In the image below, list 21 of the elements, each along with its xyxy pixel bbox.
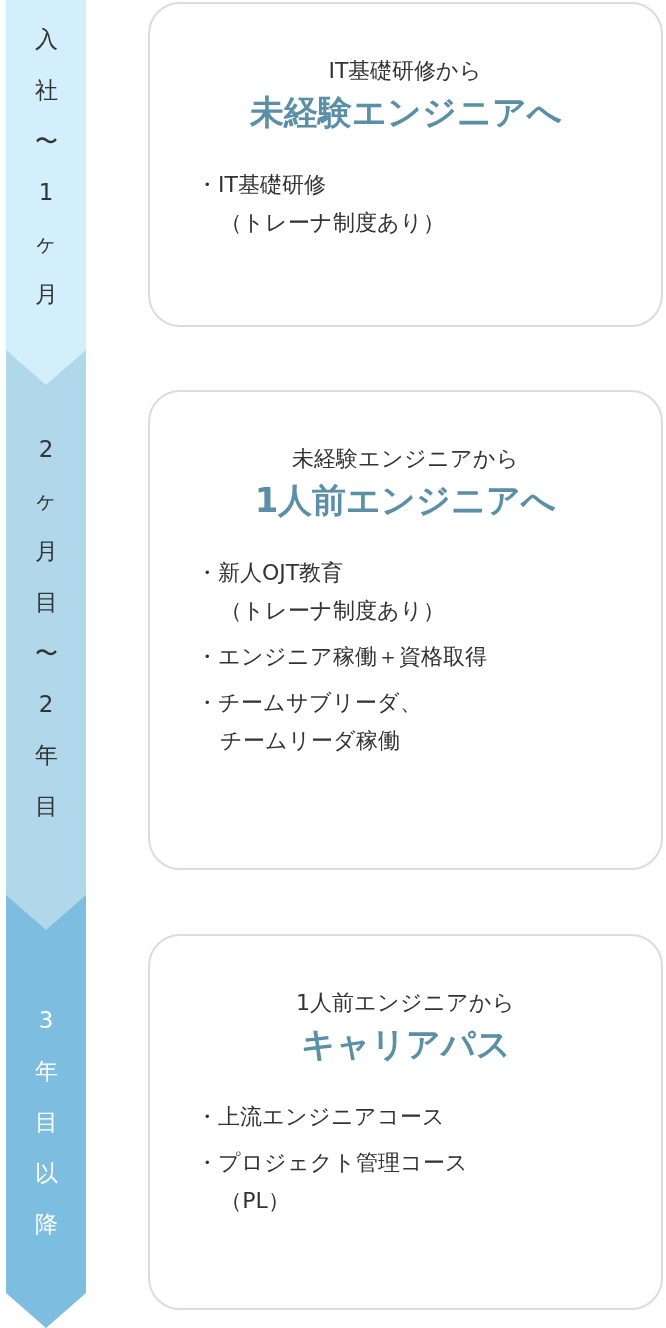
bullet-item: ・チームサブリーダ、チームリーダ稼働 xyxy=(196,689,423,755)
bullet-item: ・プロジェクト管理コース（PL） xyxy=(196,1149,469,1215)
stage-card xyxy=(148,390,663,870)
stage-title: 1人前エンジニアへ xyxy=(253,479,558,522)
stage-subtitle: 1人前エンジニアから xyxy=(295,989,516,1017)
stage-title: キャリアパス xyxy=(299,1023,512,1066)
stage-subtitle: IT基礎研修から xyxy=(327,57,484,85)
bullet-item: ・エンジニア稼働＋資格取得 xyxy=(196,643,488,671)
period-band xyxy=(6,0,86,385)
stage-card xyxy=(148,2,663,327)
period-label: 入社〜1ヶ月 xyxy=(33,25,59,309)
period-label: 2ヶ月目〜2年目 xyxy=(33,435,59,821)
bullet-item: ・新人OJT教育（トレーナ制度あり） xyxy=(196,559,447,625)
period-band xyxy=(6,350,86,930)
bullet-item: ・上流エンジニアコース xyxy=(196,1103,446,1131)
bullet-item: ・IT基礎研修（トレーナ制度あり） xyxy=(196,171,447,237)
stage-title: 未経験エンジニアへ xyxy=(248,91,563,134)
period-label: 3年目以降 xyxy=(33,1006,59,1239)
stage-subtitle: 未経験エンジニアから xyxy=(291,445,520,473)
stage-card xyxy=(148,934,663,1310)
period-band xyxy=(6,895,86,1328)
